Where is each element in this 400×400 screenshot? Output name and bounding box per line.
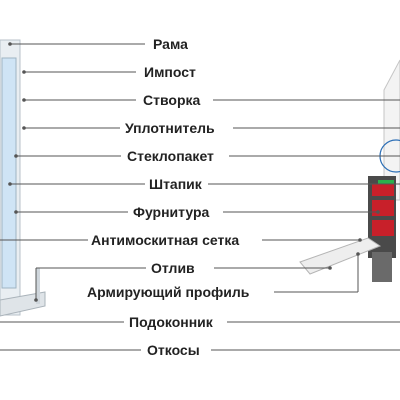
window-glass [1, 57, 17, 289]
window-slope [36, 268, 40, 304]
label-window-sill: Подоконник [126, 314, 216, 330]
label-slopes: Откосы [144, 342, 203, 358]
leader-dots [8, 42, 380, 302]
label-mosquito-net: Антимоскитная сетка [88, 232, 243, 248]
drainage-sill [299, 237, 382, 275]
glass-unit-section [383, 59, 400, 201]
window-illustration [0, 39, 46, 317]
profile-chamber-2 [372, 200, 394, 216]
label-fittings: Фурнитура [130, 204, 213, 220]
label-frame: Рама [150, 36, 191, 52]
profile-chamber-1 [372, 184, 394, 196]
profile-cross-section [299, 59, 400, 282]
label-seal: Уплотнитель [122, 120, 218, 136]
profile-chamber-3 [372, 220, 394, 236]
label-glazing-bead: Штапик [146, 176, 205, 192]
label-sash: Створка [140, 92, 204, 108]
label-drip-sill: Отлив [148, 260, 198, 276]
label-mullion: Импост [141, 64, 199, 80]
sill-support [372, 252, 392, 282]
label-glass-unit: Стеклопакет [124, 148, 217, 164]
label-reinforcement: Армирующий профиль [84, 284, 253, 300]
window-sill [0, 291, 46, 317]
leader-lines [0, 43, 400, 351]
seal-strip [378, 180, 394, 184]
